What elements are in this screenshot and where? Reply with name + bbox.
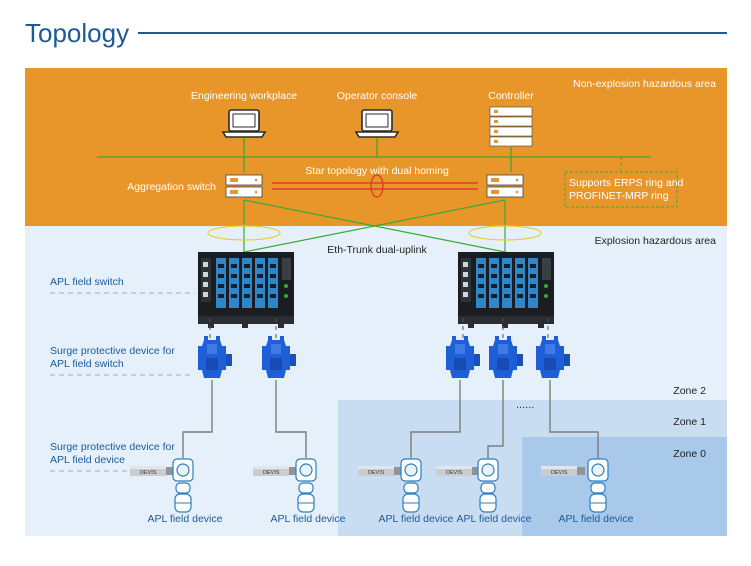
sensor-brand: OEVIS xyxy=(263,470,280,476)
controller-icon xyxy=(489,106,533,147)
field-device-group-5: OEVIS APL field device xyxy=(541,458,634,525)
apl-field-switch-left xyxy=(198,252,294,328)
spd-switch-label-1: Surge protective device for xyxy=(50,345,175,357)
field-device-label: APL field device xyxy=(559,513,634,525)
field-device-group-2: OEVIS APL field device xyxy=(253,458,346,525)
spd-switch-label-2: APL field switch xyxy=(50,358,124,370)
laptop-icon xyxy=(355,109,399,138)
field-device-label: APL field device xyxy=(457,513,532,525)
spd-device-label-1: Surge protective device for xyxy=(50,441,175,453)
controller-label: Controller xyxy=(488,90,534,102)
field-device-icon xyxy=(400,458,422,513)
apl-field-switch-right xyxy=(458,252,554,328)
laptop-icon xyxy=(222,109,266,138)
dual-homing-links xyxy=(272,174,478,198)
eth-trunk-label: Eth-Trunk dual-uplink xyxy=(327,244,427,256)
ring-support-line2: PROFINET-MRP ring xyxy=(569,190,669,202)
operator-label: Operator console xyxy=(337,90,418,102)
zone0-area xyxy=(522,437,727,536)
spd-device-label-2: APL field device xyxy=(50,454,125,466)
non-hazard-label: Non-explosion hazardous area xyxy=(573,78,716,90)
field-device-icon xyxy=(587,458,609,513)
apl-switch-label: APL field switch xyxy=(50,276,124,288)
non-hazard-area xyxy=(25,68,727,226)
field-device-group-4: OEVIS APL field device xyxy=(436,458,532,525)
ring-support-box xyxy=(564,171,678,208)
field-device-icon xyxy=(172,458,194,513)
sensor-brand: OEVIS xyxy=(446,470,463,476)
page-title: Topology xyxy=(25,18,129,48)
green-bus xyxy=(97,138,651,172)
field-device-icon xyxy=(477,458,499,513)
continuation-dots: ...... xyxy=(516,399,534,411)
ring-support-line1: Supports ERPS ring and xyxy=(569,177,684,189)
sensor-brand: OEVIS xyxy=(551,470,568,476)
switch-spd-links xyxy=(209,318,549,338)
field-device-label: APL field device xyxy=(271,513,346,525)
zone1-label: Zone 1 xyxy=(673,416,706,428)
field-device-group-3: OEVIS APL field device xyxy=(358,458,454,525)
field-device-label: APL field device xyxy=(148,513,223,525)
star-topology-label: Star topology with dual homing xyxy=(305,165,449,177)
sensor-brand: OEVIS xyxy=(140,470,157,476)
field-device-icon xyxy=(295,458,317,513)
zone2-label: Zone 2 xyxy=(673,385,706,397)
trunk-ellipse-left xyxy=(207,225,281,241)
field-device-group-1: OEVIS APL field device xyxy=(130,458,223,525)
sensor-brand: OEVIS xyxy=(368,470,385,476)
zone0-label: Zone 0 xyxy=(673,448,706,460)
field-device-label: APL field device xyxy=(379,513,454,525)
engineering-label: Engineering workplace xyxy=(191,90,297,102)
trunk-ellipse-right xyxy=(468,225,542,241)
trunk-cables xyxy=(182,380,599,458)
hazard-label: Explosion hazardous area xyxy=(595,235,717,247)
aggregation-label: Aggregation switch xyxy=(127,181,216,193)
